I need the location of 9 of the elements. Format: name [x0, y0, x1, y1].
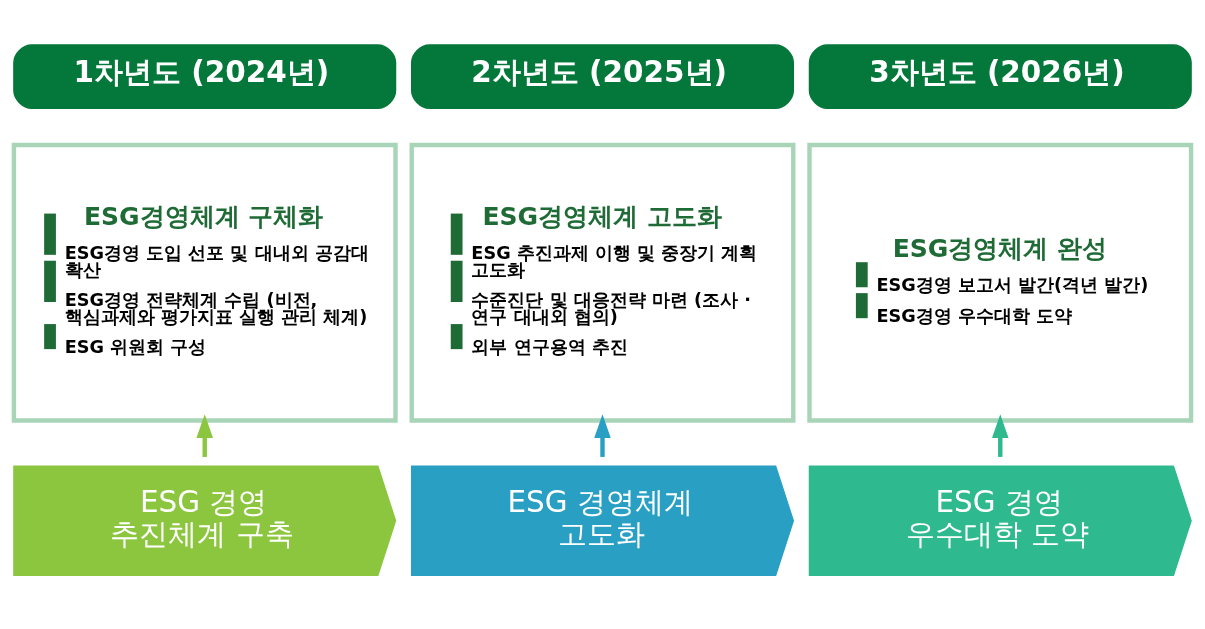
node-box: 3차년도 (2026년): [808, 44, 1192, 109]
arrow: [992, 414, 1009, 457]
node-box: ESG경영체계 고도화 ESG 추진과제 이행 및 중장기 계획 고도화 수준진단 및 대응전략 마련 (조사 · 연구 대내외 협의) 외부 연구용역 추진: [409, 142, 796, 423]
node-box: 1차년도 (2024년): [13, 44, 397, 109]
node-box: ESG경영체계 완성 ESG경영 보고서 발간(격년 발간) ESG경영 우수대학 도약: [807, 142, 1194, 423]
node-box: 2차년도 (2025년): [410, 44, 795, 109]
arrow: [196, 414, 213, 457]
arrow: [594, 414, 611, 457]
node-box: ESG경영체계 구체화 ESG경영 도입 선포 및 대내외 공감대 확산 ESG경영 전략체계 수립 (비전, 핵심과제와 평가지표 실행 관리 체계) ESG 위원회 구성: [11, 142, 398, 423]
